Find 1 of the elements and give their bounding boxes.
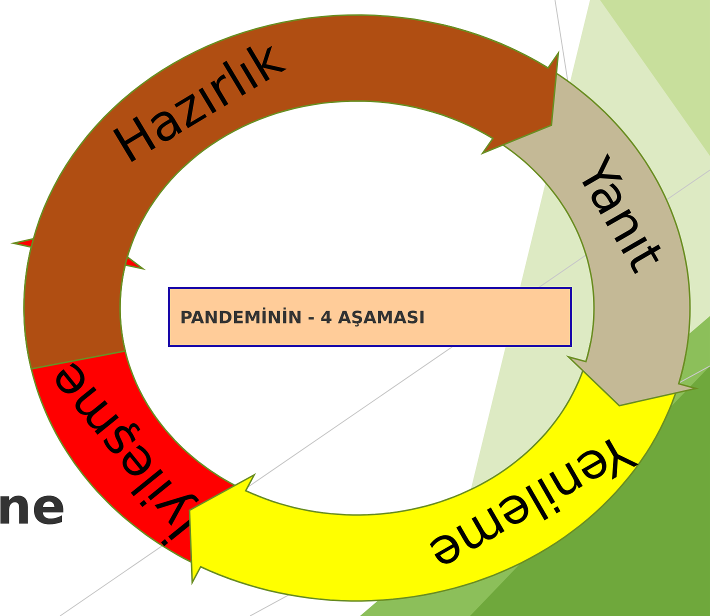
- title-box: PANDEMİNİN - 4 AŞAMASI: [168, 287, 572, 347]
